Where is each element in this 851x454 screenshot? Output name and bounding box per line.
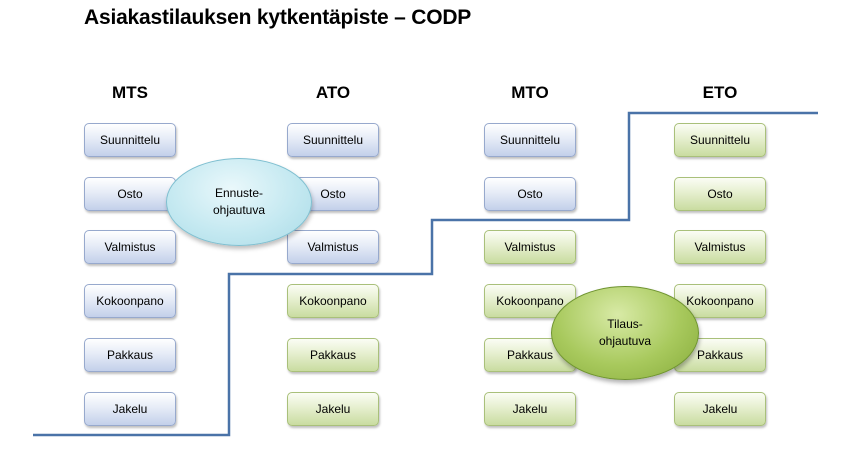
step-box-mts-kokoonpano: Kokoonpano (84, 284, 176, 318)
codp-line (33, 111, 818, 437)
forecast-driven-label-2: ohjautuva (212, 203, 266, 217)
step-box-ato-suunnittelu: Suunnittelu (287, 123, 379, 157)
step-box-eto-osto: Osto (674, 177, 766, 211)
order-driven-label-2: ohjautuva (598, 334, 652, 348)
step-box-eto-valmistus: Valmistus (674, 230, 766, 264)
step-box-mts-pakkaus: Pakkaus (84, 338, 176, 372)
step-box-mts-suunnittelu: Suunnittelu (84, 123, 176, 157)
step-box-mts-jakelu: Jakelu (84, 392, 176, 426)
step-box-mto-jakelu: Jakelu (484, 392, 576, 426)
step-box-ato-valmistus: Valmistus (287, 230, 379, 264)
step-box-ato-pakkaus: Pakkaus (287, 338, 379, 372)
step-box-mto-osto: Osto (484, 177, 576, 211)
step-box-ato-jakelu: Jakelu (287, 392, 379, 426)
column-heading-mto: MTO (511, 83, 549, 102)
step-box-mto-valmistus: Valmistus (484, 230, 576, 264)
column-heading-mts: MTS (112, 83, 148, 102)
diagram-title: Asiakastilauksen kytkentäpiste – CODP (84, 6, 472, 29)
column-heading-ato: ATO (315, 83, 351, 102)
step-box-mto-suunnittelu: Suunnittelu (484, 123, 576, 157)
order-driven-label-1: Tilaus- (607, 317, 643, 331)
forecast-driven-label-1: Ennuste- (214, 186, 263, 200)
step-box-eto-suunnittelu: Suunnittelu (674, 123, 766, 157)
step-box-mts-osto: Osto (84, 177, 176, 211)
step-box-mto-kokoonpano: Kokoonpano (484, 284, 576, 318)
forecast-driven-ellipse: Ennuste- ohjautuva (166, 158, 312, 246)
step-box-eto-jakelu: Jakelu (674, 392, 766, 426)
step-box-mts-valmistus: Valmistus (84, 230, 176, 264)
order-driven-ellipse: Tilaus- ohjautuva (551, 286, 699, 380)
column-heading-eto: ETO (702, 83, 738, 102)
step-box-ato-kokoonpano: Kokoonpano (287, 284, 379, 318)
